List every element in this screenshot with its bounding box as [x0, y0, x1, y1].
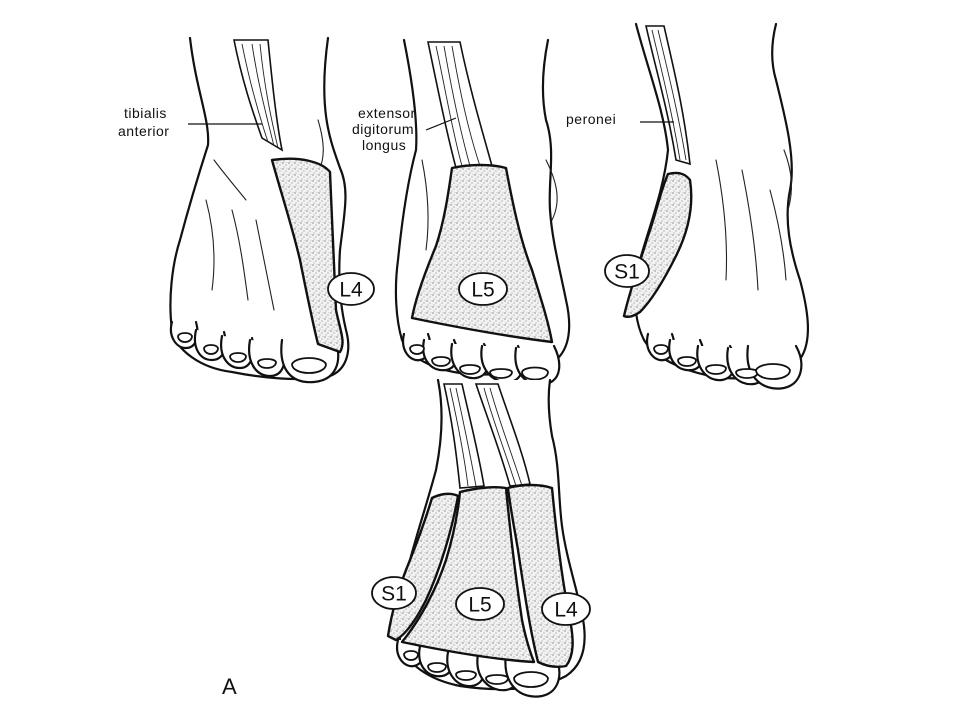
oval-combined-l5	[455, 587, 505, 621]
label-extensor-line2: digitorum	[352, 121, 414, 137]
oval-s1	[604, 254, 650, 288]
foot-l5: extensor digitorum longus L5	[352, 38, 571, 386]
foot-combined: S1 L5 L4	[371, 378, 591, 698]
foot-s1: peronei S1	[566, 22, 810, 390]
panel-letter: A	[222, 674, 237, 699]
dermatome-label-l4: L4	[339, 279, 363, 302]
label-tibialis-line2: anterior	[118, 123, 169, 139]
label-extensor-line1: extensor	[358, 105, 416, 121]
oval-combined-s1	[371, 576, 417, 610]
combined-label-l5: L5	[468, 594, 491, 617]
combined-label-s1: S1	[381, 583, 407, 606]
combined-label-l4: L4	[554, 599, 578, 622]
label-peronei: peronei	[566, 111, 616, 127]
oval-combined-l4	[541, 592, 591, 626]
oval-l5	[458, 272, 508, 306]
label-tibialis-line1: tibialis	[124, 105, 167, 121]
dermatome-label-s1: S1	[614, 261, 640, 284]
foot-l4: tibialis anterior L4	[118, 36, 375, 384]
label-extensor-line3: longus	[362, 137, 406, 153]
dermatome-label-l5: L5	[471, 279, 494, 302]
oval-l4	[327, 272, 375, 306]
